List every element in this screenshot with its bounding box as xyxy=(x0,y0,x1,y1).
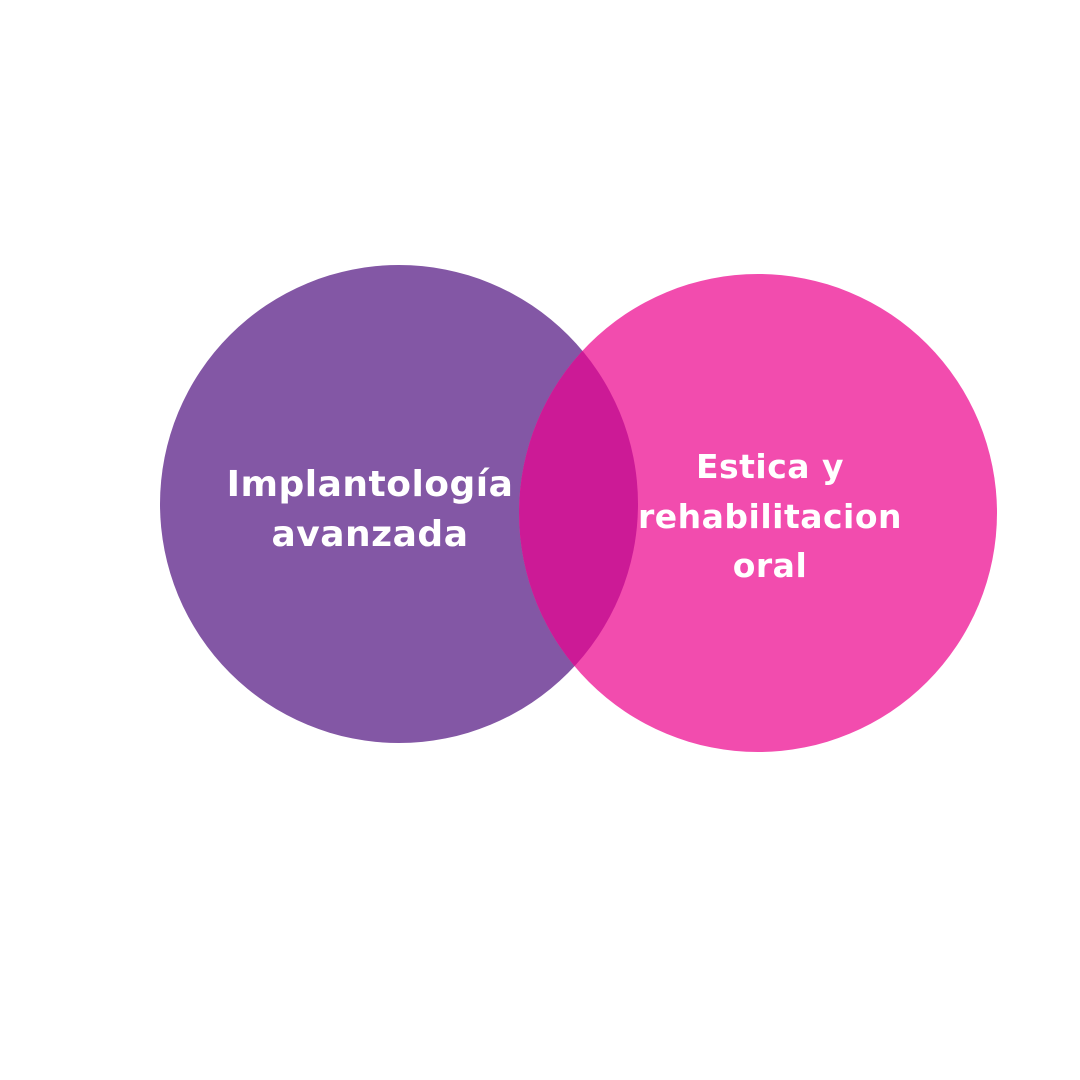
right-circle-label: Estica y rehabilitacion oral xyxy=(630,442,910,591)
left-label-line-2: avanzada xyxy=(271,513,469,555)
left-label-line-1: Implantología xyxy=(226,464,514,505)
left-circle xyxy=(160,265,638,743)
right-label-line-3: oral xyxy=(732,546,808,585)
left-circle-label: Implantología avanzada xyxy=(210,460,530,559)
right-label-line-2: rehabilitacion xyxy=(637,496,903,536)
right-circle xyxy=(519,274,997,752)
right-label-line-1: Estica y xyxy=(695,447,845,486)
